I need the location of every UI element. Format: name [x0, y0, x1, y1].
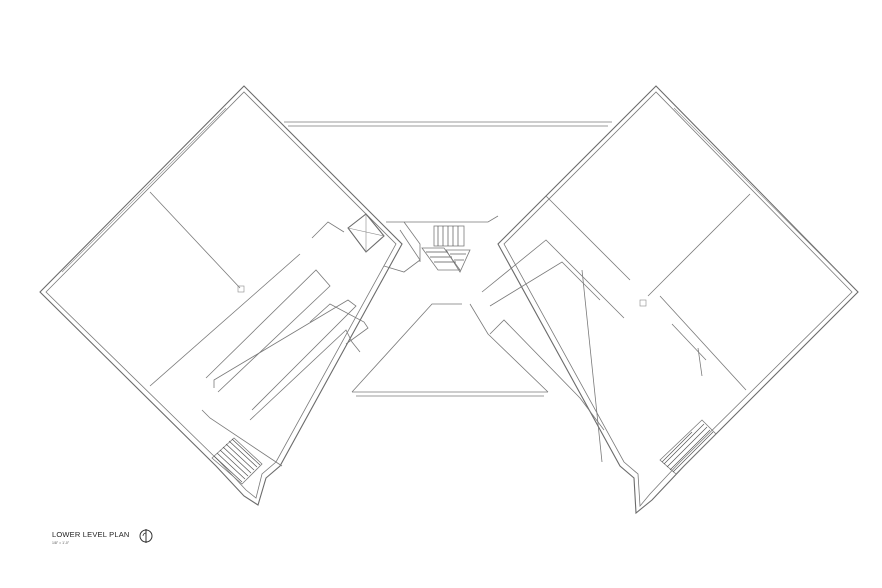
right-inner-room	[489, 319, 605, 431]
left-stair	[211, 437, 263, 485]
right-wing	[481, 85, 859, 515]
right-corridor-wall-2	[489, 261, 601, 307]
right-wing-inner-wall	[503, 91, 853, 508]
right-room-divider-2	[659, 295, 747, 391]
right-column	[639, 299, 647, 307]
right-inner-wall-3	[697, 347, 703, 377]
left-corridor-wall	[205, 269, 331, 393]
center-stair	[421, 225, 471, 273]
right-wing-outer-wall	[497, 85, 859, 515]
left-inner-room-2	[249, 329, 361, 421]
right-stair	[659, 419, 717, 475]
right-wing-window-line	[673, 107, 839, 273]
left-lower-wall	[201, 409, 283, 467]
right-inner-wall	[545, 195, 631, 281]
center-upper-room	[386, 215, 499, 223]
center-upper-room-2	[383, 229, 421, 273]
left-inner-room	[213, 299, 357, 411]
left-stub-wall	[309, 303, 369, 345]
center-core	[284, 121, 612, 397]
north-arrow-icon	[139, 529, 153, 543]
left-wing-outer-wall	[39, 85, 403, 506]
center-core-wall	[403, 221, 421, 262]
drawing-title: LOWER LEVEL PLAN	[52, 530, 130, 539]
right-corridor-wall-3	[581, 269, 603, 463]
right-corridor-wall	[481, 239, 625, 319]
center-corridor-right	[469, 303, 549, 393]
left-wing-window-line	[61, 107, 227, 273]
left-room-divider-2	[149, 253, 301, 387]
right-room-divider	[647, 193, 751, 297]
left-column	[237, 285, 245, 293]
drawing-scale: 1/8" = 1'-0"	[52, 541, 70, 545]
left-corridor-top	[311, 221, 345, 239]
left-room-divider	[149, 191, 241, 289]
left-wing	[39, 85, 403, 506]
left-wing-inner-wall	[45, 91, 397, 499]
right-inner-wall-2	[671, 323, 707, 361]
elevator	[347, 213, 385, 253]
center-corridor-left	[351, 303, 462, 393]
